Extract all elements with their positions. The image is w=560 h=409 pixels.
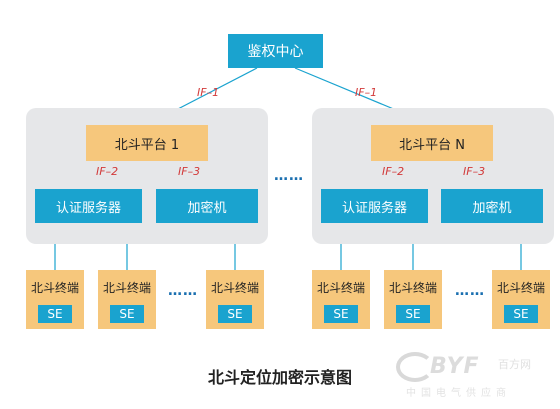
interface-label-if3-groupn: IF–3	[463, 165, 486, 178]
se-module: SE	[324, 305, 358, 323]
ellipsis-between-groups: ……	[274, 168, 304, 184]
se-module: SE	[218, 305, 252, 323]
terminal-label: 北斗终端	[388, 281, 437, 295]
watermark-subtitle: 中国电气供应商	[406, 388, 511, 399]
terminal-label: 北斗终端	[316, 281, 365, 295]
watermark-logo-icon	[396, 352, 434, 382]
platform-n: 北斗平台 N	[371, 125, 493, 161]
ellipsis-terminals-group1: ……	[168, 283, 198, 299]
ellipsis-terminals-groupn: ……	[455, 283, 485, 299]
terminal-gn-n: 北斗终端 SE	[492, 270, 550, 329]
auth-server-group1: 认证服务器	[35, 189, 142, 223]
diagram-caption: 北斗定位加密示意图	[207, 368, 352, 387]
terminal-label: 北斗终端	[210, 281, 259, 295]
authentication-center: 鉴权中心	[228, 34, 323, 68]
interface-label-if1-right: IF–1	[355, 86, 378, 99]
terminal-gn-2: 北斗终端 SE	[384, 270, 442, 329]
watermark: BYF 百方网 中国电气供应商	[396, 352, 558, 402]
interface-label-if2-groupn: IF–2	[382, 165, 405, 178]
watermark-brand: BYF	[430, 354, 480, 379]
se-module: SE	[110, 305, 144, 323]
terminal-label: 北斗终端	[30, 281, 79, 295]
interface-label-if2-group1: IF–2	[96, 165, 119, 178]
terminal-g1-2: 北斗终端 SE	[98, 270, 156, 329]
encryptor-groupn: 加密机	[441, 189, 543, 223]
terminal-g1-1: 北斗终端 SE	[26, 270, 84, 329]
terminal-label: 北斗终端	[102, 281, 151, 295]
platform-1: 北斗平台 1	[86, 125, 208, 161]
terminal-gn-1: 北斗终端 SE	[312, 270, 370, 329]
interface-label-if1-left: IF–1	[197, 86, 220, 99]
encryptor-group1: 加密机	[156, 189, 258, 223]
se-module: SE	[504, 305, 538, 323]
auth-server-groupn: 认证服务器	[321, 189, 428, 223]
se-module: SE	[38, 305, 72, 323]
se-module: SE	[396, 305, 430, 323]
watermark-brand-cn: 百方网	[498, 358, 531, 371]
terminal-label: 北斗终端	[496, 281, 545, 295]
interface-label-if3-group1: IF–3	[178, 165, 201, 178]
terminal-g1-n: 北斗终端 SE	[206, 270, 264, 329]
